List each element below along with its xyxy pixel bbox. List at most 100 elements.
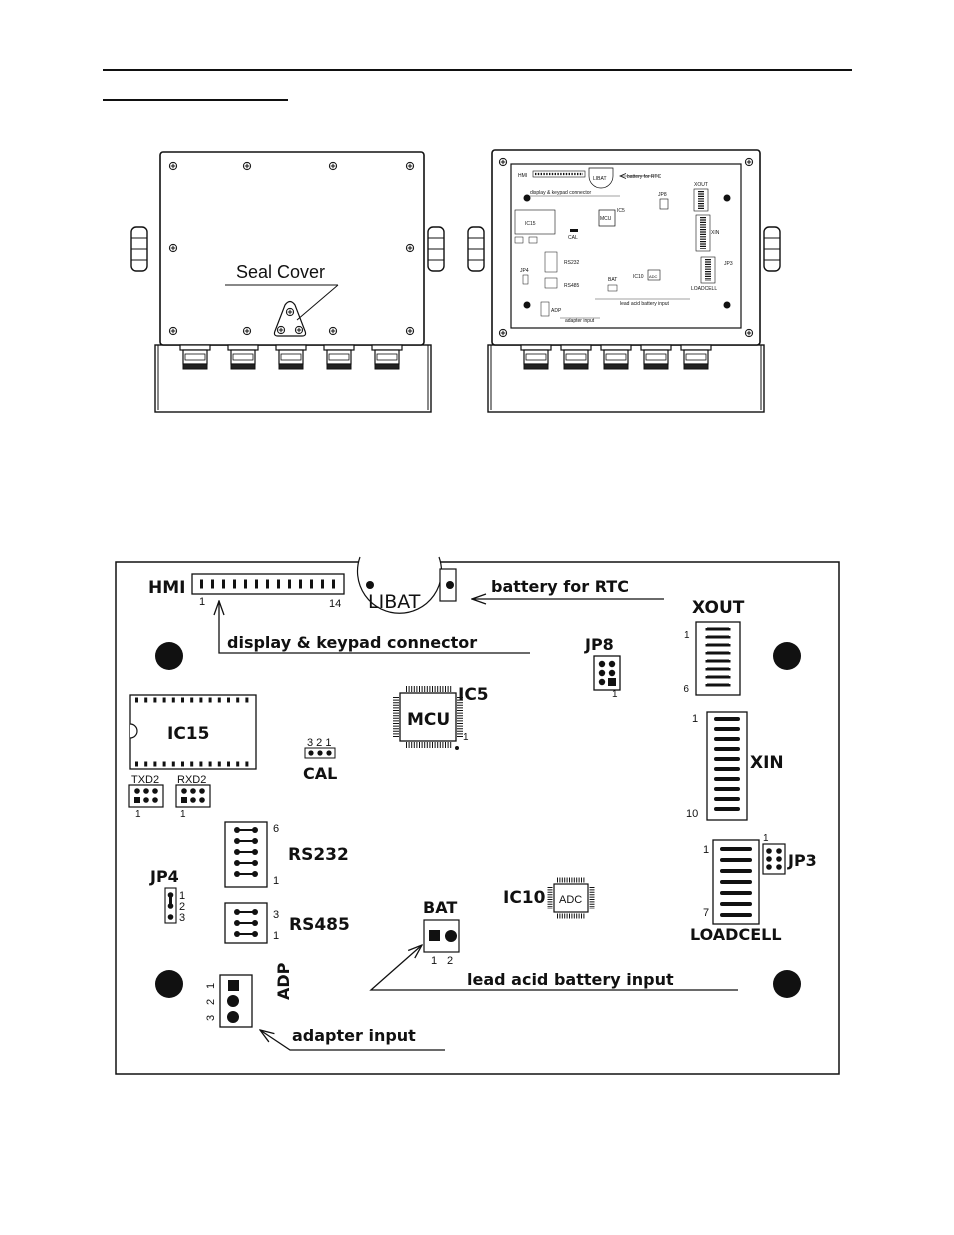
bat-label: BAT [423, 898, 457, 917]
lead-acid-arrow [369, 945, 738, 991]
cal-label: CAL [303, 764, 337, 783]
mini-jp8: JP8 [658, 192, 667, 198]
seal-cover [273, 300, 307, 337]
mcu-pin: 1 [463, 732, 469, 743]
txd2-label: TXD2 [131, 774, 159, 786]
mounting-hole-icon [773, 642, 801, 670]
jp4-jumper [164, 887, 177, 924]
screw-icon [328, 326, 338, 336]
screw-icon [168, 326, 178, 336]
adp-pin-2: 2 [205, 999, 217, 1005]
mcu-label: MCU [407, 710, 450, 730]
screw-icon [405, 326, 415, 336]
front-knob-right [427, 226, 445, 272]
loadcell-connector [712, 839, 760, 925]
mini-adc: ADC [649, 274, 658, 279]
hmi-pin-first: 1 [199, 596, 205, 608]
jp4-pin-3: 3 [179, 912, 185, 924]
mini-rs232: RS232 [564, 260, 580, 266]
mounting-hole-icon [155, 970, 183, 998]
jp4-pin-1: 1 [179, 890, 185, 902]
mcu-chip [393, 686, 463, 750]
mini-mcu: MCU [600, 216, 612, 222]
rs485-connector [224, 902, 268, 944]
mini-xout: XOUT [694, 182, 708, 188]
xin-pin-first: 1 [692, 713, 698, 725]
mini-cal: CAL [568, 235, 578, 241]
display-keypad-arrow [219, 601, 530, 654]
xin-pin-last: 10 [686, 808, 698, 820]
rs485-pin-top: 3 [273, 909, 279, 921]
xout-connector [695, 621, 741, 696]
jp8-jumper [593, 655, 621, 691]
battery-rtc-label: battery for RTC [491, 577, 629, 596]
libat-label: LIBAT [368, 591, 421, 613]
mounting-hole-icon [155, 642, 183, 670]
jp8-label: JP8 [584, 635, 614, 654]
screw-icon [242, 161, 252, 171]
bat-pin-2: 2 [447, 955, 453, 967]
jp3-pin: 1 [763, 833, 769, 844]
rs232-pin-top: 6 [273, 823, 279, 835]
screw-icon [242, 326, 252, 336]
mini-display-keypad: display & keypad connector [530, 190, 591, 196]
cable-gland-icon [520, 344, 552, 370]
screw-icon [498, 157, 508, 167]
screw-icon [168, 161, 178, 171]
hmi-label: HMI [148, 578, 185, 598]
bat-pin-1: 1 [431, 955, 437, 967]
mini-hmi: HMI [518, 173, 527, 179]
cable-gland-icon [371, 344, 403, 370]
rs232-connector [224, 821, 268, 888]
cal-pins: 3 2 1 [307, 737, 331, 749]
cable-gland-icon [680, 344, 712, 370]
xin-connector [706, 711, 748, 821]
rs232-pin-bottom: 1 [273, 875, 279, 887]
screw-icon [276, 325, 286, 335]
xout-label: XOUT [692, 598, 745, 618]
jp3-jumper [762, 843, 786, 875]
loadcell-pin-first: 1 [703, 844, 709, 856]
loadcell-label: LOADCELL [690, 925, 782, 944]
screw-icon [328, 161, 338, 171]
seal-cover-label: Seal Cover [236, 262, 325, 282]
mini-bat: BAT [608, 277, 617, 283]
cable-gland-icon [640, 344, 672, 370]
front-knob-left [130, 226, 148, 272]
mini-adp: ADP [551, 308, 562, 314]
screw-icon [498, 328, 508, 338]
mini-ic5: IC5 [617, 208, 625, 214]
mini-adapter: adapter input [565, 318, 595, 324]
ic15-chip [129, 694, 257, 770]
mini-loadcell: LOADCELL [691, 286, 717, 292]
screw-icon [405, 243, 415, 253]
enclosure-front: Seal Cover [130, 151, 445, 413]
rxd2-label: RXD2 [177, 774, 206, 786]
bat-connector [423, 919, 460, 953]
screw-icon [405, 161, 415, 171]
board-diagram: HMI 1 14 LIBAT battery for RTC display &… [115, 556, 840, 1075]
rs485-label: RS485 [289, 915, 350, 935]
cable-gland-icon [179, 344, 211, 370]
adp-connector [219, 974, 253, 1028]
mini-ic15: IC15 [525, 221, 536, 227]
loadcell-pin-last: 7 [703, 907, 709, 919]
screw-icon [744, 157, 754, 167]
mini-ic10: IC10 [633, 274, 644, 280]
rxd2-header [175, 784, 211, 808]
jp8-pin: 1 [612, 689, 618, 700]
ic15-label: IC15 [167, 724, 209, 744]
back-knob-right [763, 226, 781, 272]
jp4-pin-2: 2 [179, 901, 185, 913]
display-keypad-label: display & keypad connector [227, 633, 477, 652]
mini-battery-rtc: battery for RTC [627, 174, 661, 180]
mini-jp4: JP4 [520, 268, 529, 274]
adp-pin-3: 3 [205, 1015, 217, 1021]
rs232-label: RS232 [288, 845, 349, 865]
enclosure-back: HMI LIBAT battery for RTC display & keyp… [467, 149, 781, 413]
ic5-label: IC5 [458, 685, 489, 705]
cable-gland-icon [323, 344, 355, 370]
back-knob-left [467, 226, 485, 272]
jp3-label: JP3 [787, 851, 817, 870]
